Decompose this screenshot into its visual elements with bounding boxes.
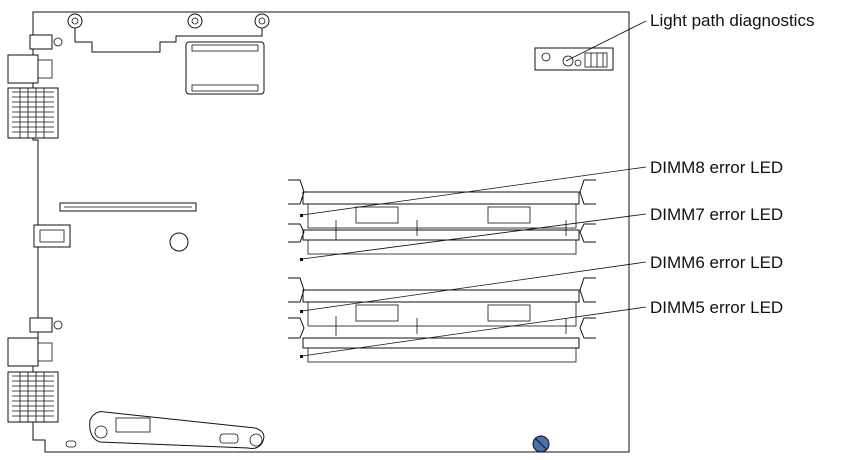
board-outline [32,11,630,453]
dimm8-label: DIMM8 error LED [650,158,783,177]
dimm8-led [300,214,303,217]
dimm-slot-6 [288,277,596,327]
dimm-slot-8 [288,179,596,229]
dimm5-label: DIMM5 error LED [650,298,783,317]
light-path-panel [534,47,614,71]
dimm7-led [300,258,303,261]
light-path-label: Light path diagnostics [650,11,814,30]
top-chip-module [185,41,265,95]
dimm7-label: DIMM7 error LED [650,205,783,224]
dimm6-label: DIMM6 error LED [650,253,783,272]
expansion-slot [59,202,197,212]
left-upper-connector [7,34,63,139]
dimm5-led [300,355,303,358]
small-connector [33,224,71,248]
bottom-bracket [89,411,265,449]
bottom-oval [65,440,77,448]
top-mounting-bracket [67,13,270,53]
dimm-slot-7 [288,220,596,255]
thumbscrew-icon [532,435,550,453]
standoff [169,232,189,252]
left-lower-connector [7,317,63,423]
dimm-slot-5 [288,316,596,363]
dimm6-led [300,310,303,313]
leader-lines [301,20,647,357]
